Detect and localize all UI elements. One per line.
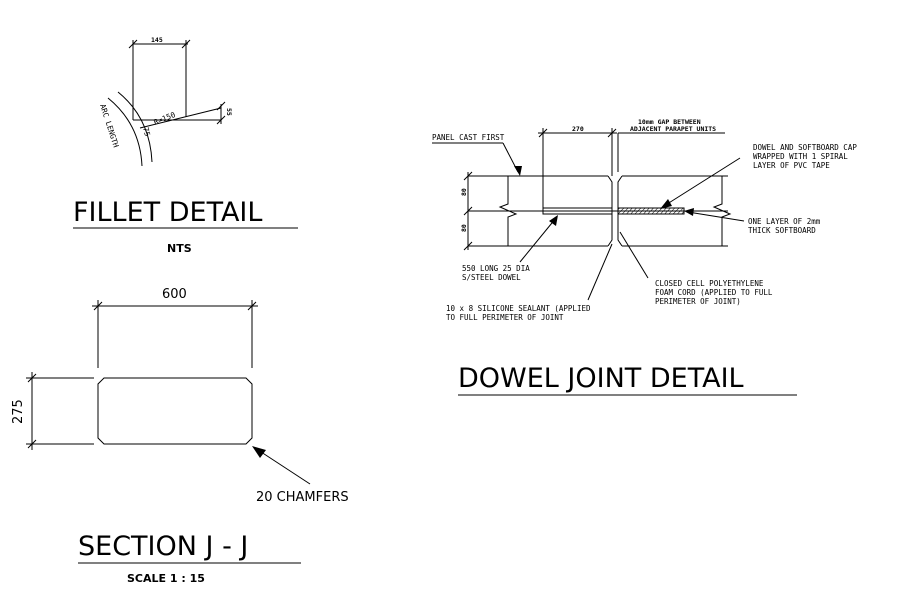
dowel-label-line1: 550 LONG 25 DIA (462, 264, 530, 273)
section-tick (27, 439, 37, 449)
section-outline (97, 377, 253, 445)
fillet-arc-dim-label: 75 (141, 126, 152, 137)
cap-label-line2: WRAPPED WITH 1 SPIRAL (753, 152, 848, 161)
softboard-arrow (684, 208, 694, 216)
dowel-tick (463, 241, 473, 251)
dowel-title: DOWEL JOINT DETAIL (458, 363, 744, 394)
sealant-leader (587, 243, 613, 301)
cord-label-line1: CLOSED CELL POLYETHYLENE (655, 279, 764, 288)
dowel-tick (463, 206, 473, 216)
dowel-dim-left-lower: 80 (460, 224, 468, 232)
section-title: SECTION J - J (78, 531, 248, 562)
sealant-label-line2: TO FULL PERIMETER OF JOINT (446, 313, 564, 322)
section-tick (27, 373, 37, 383)
cord-leader (619, 231, 649, 279)
fillet-detail: 145 55 R=150 75 ARC LENGTH FILLET DETAIL… (73, 36, 298, 255)
softboard-line1: ONE LAYER OF 2mm (748, 217, 821, 226)
panel-label: PANEL CAST FIRST (432, 133, 505, 142)
section-dim-height: 275 (11, 399, 26, 424)
softboard-cap (617, 207, 685, 215)
dowel-dim-top: 270 (572, 125, 584, 133)
dowel-tick (463, 171, 473, 181)
fillet-tick (216, 101, 226, 111)
dowel-tick (607, 128, 617, 138)
dowel-joint-detail: 270 10mm GAP BETWEEN ADJACENT PARAPET UN… (432, 118, 857, 396)
dowel-bar (542, 207, 613, 215)
sealant-label-line1: 10 x 8 SILICONE SEALANT (APPLIED (446, 304, 591, 313)
panel-arrow (514, 166, 522, 176)
cap-arrow (660, 199, 672, 209)
cap-label-line1: DOWEL AND SOFTBOARD CAP (753, 143, 857, 152)
section-tick (93, 301, 103, 311)
fillet-radius-line (139, 107, 222, 129)
section-dim-width: 600 (162, 287, 187, 302)
fillet-arc-length-label: ARC LENGTH (98, 103, 121, 149)
gap-label-line2: ADJACENT PARAPET UNITS (630, 125, 716, 133)
dowel-arrow (549, 215, 558, 226)
chamfer-leader (254, 447, 311, 485)
dowel-dim-left-upper: 80 (460, 188, 468, 196)
chamfer-label: 20 CHAMFERS (256, 490, 349, 505)
dowel-tick (538, 128, 548, 138)
section-tick (247, 301, 257, 311)
fillet-tick (181, 39, 191, 49)
break-line-left (498, 176, 518, 246)
gap-label-line1: 10mm GAP BETWEEN (638, 118, 701, 126)
fillet-dim-height: 55 (225, 108, 233, 116)
cord-label-line3: PERIMETER OF JOINT) (655, 297, 741, 306)
softboard-line2: THICK SOFTBOARD (748, 226, 816, 235)
section-scale: SCALE 1 : 15 (127, 572, 205, 585)
cap-leader (663, 157, 741, 207)
cap-label-line3: LAYER OF PVC TAPE (753, 161, 830, 170)
fillet-dim-width: 145 (151, 36, 163, 44)
fillet-arc-dim (107, 97, 143, 167)
chamfer-arrow (252, 446, 266, 458)
cord-label-line2: FOAM CORD (APPLIED TO FULL (655, 288, 773, 297)
fillet-scale: NTS (167, 242, 192, 255)
fillet-radius-label: R=150 (152, 110, 177, 127)
fillet-title: FILLET DETAIL (73, 197, 262, 228)
dowel-label-line2: S/STEEL DOWEL (462, 273, 521, 282)
fillet-tick (216, 115, 226, 125)
fillet-arc (117, 91, 153, 163)
softboard-leader (687, 211, 745, 222)
dowel-leader (519, 217, 557, 263)
fillet-tick (128, 39, 138, 49)
break-line-right (712, 176, 732, 246)
section-j-j: 600 275 20 CHAMFERS SECTION J - J SCALE … (11, 287, 349, 585)
